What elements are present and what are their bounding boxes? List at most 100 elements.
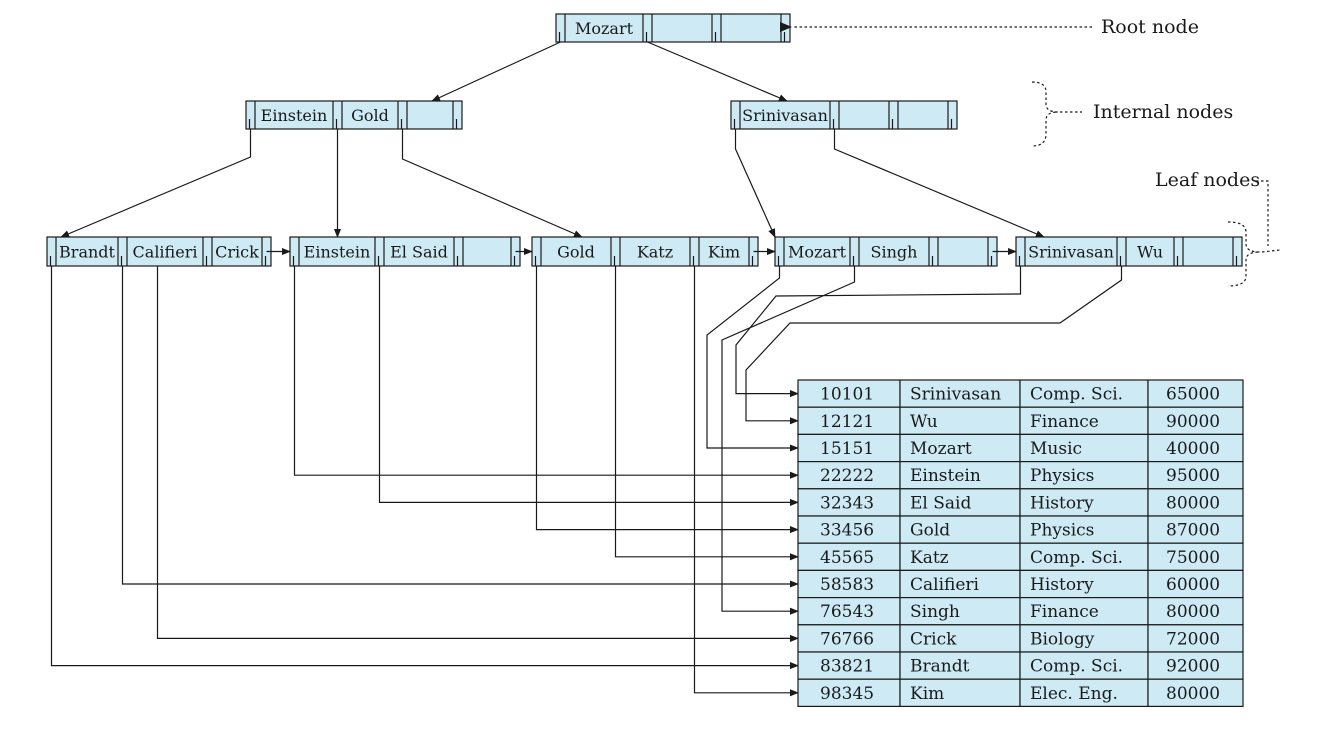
node-key: Kim [708,243,740,262]
table-cell [1147,433,1244,463]
table-cell [797,651,901,680]
table-cell-text: 83821 [820,657,874,677]
table-cell-text: 92000 [1166,657,1220,677]
node-box [245,100,463,130]
record-pointer [121,266,799,588]
node-box [46,236,272,267]
record-pointer [614,266,799,561]
table-cell-text: Srinivasan [910,385,1001,405]
node-key: Einstein [304,243,371,262]
table-cell [1147,515,1244,544]
table-cell [899,406,1021,436]
table-row: 45565 Katz Comp. Sci. 75000 [797,542,1244,572]
table-cell [1147,488,1244,517]
record-pointer [378,266,799,506]
node-key: Crick [215,243,259,262]
table-cell [1019,624,1149,653]
table-cell-text: Comp. Sci. [1030,548,1123,568]
root-node: Mozart [555,13,791,43]
internal-brace [1031,81,1059,147]
node-box [730,100,958,130]
node-key: Srinivasan [742,106,828,125]
table-cell-text: History [1030,575,1094,595]
leaf-node: Srinivasan Wu [1015,236,1243,267]
node-key: Califieri [133,243,198,262]
table-cell-text: Music [1030,439,1082,459]
node-key: Wu [1137,243,1163,262]
node-box [1015,236,1243,267]
root-node-annotation: Root node [780,16,1199,38]
record-pointer [735,266,1022,398]
table-cell [1147,406,1244,436]
table-cell [1147,542,1244,572]
record-pointer [293,266,799,479]
table-cell-text: 45565 [820,548,874,568]
tree-pointer [60,129,252,238]
record-pointer [745,266,1123,425]
record-pointer [156,266,799,642]
table-cell-text: Biology [1030,629,1095,649]
node-key: Singh [871,243,918,262]
table-cell-text: Brandt [910,657,970,677]
node-key: Mozart [575,19,634,38]
table-cell [1147,569,1244,599]
table-cell-text: Wu [910,412,938,432]
table-cell [1019,678,1149,708]
table-cell [797,488,901,517]
table-cell-text: Comp. Sci. [1030,657,1123,677]
node-key: Einstein [261,106,328,125]
record-pointer [721,266,856,615]
table-cell [1019,433,1149,463]
table-cell-text: 80000 [1166,602,1220,622]
node-box [531,236,759,267]
table-cell [1019,515,1149,544]
leaf-nodes-annotation: Leaf nodes [1155,169,1281,287]
table-cell [1019,379,1149,408]
internal-node: Srinivasan [730,100,958,130]
node-box [774,236,998,267]
table-cell [1019,651,1149,680]
table-cell-text: 90000 [1166,412,1220,432]
record-pointer [706,266,799,452]
node-box [289,236,521,267]
table-cell [1019,596,1149,626]
table-cell-text: 22222 [820,466,874,486]
table-cell-text: 75000 [1166,548,1220,568]
internal-nodes-label: Internal nodes [1093,101,1233,123]
leaf-dotted-line [1256,180,1269,246]
table-cell-text: Physics [1030,521,1094,541]
node-box [555,13,791,43]
table-cell-text: Katz [910,548,949,568]
table-cell-text: Crick [910,629,957,649]
table-cell-text: Finance [1030,412,1099,432]
root-annotation-arrow [780,22,792,32]
table-cell-text: Comp. Sci. [1030,385,1123,405]
table-cell-text: Elec. Eng. [1030,684,1118,704]
table-cell [1019,406,1149,436]
leaf-brace-tip [1261,249,1281,253]
table-row: 83821 Brandt Comp. Sci. 92000 [797,651,1244,680]
table-cell-text: Finance [1030,602,1099,622]
table-cell-text: Einstein [910,466,981,486]
table-cell-text: 10101 [820,385,874,405]
node-key: Srinivasan [1028,243,1114,262]
table-cell [1147,379,1244,408]
table-cell-text: Califieri [910,575,980,595]
table-cell-text: 58583 [820,575,874,595]
table-cell-text: Singh [910,602,960,622]
table-cell [1147,678,1244,708]
table-cell [899,515,1021,544]
table-cell [1019,569,1149,599]
table-cell [1019,488,1149,517]
